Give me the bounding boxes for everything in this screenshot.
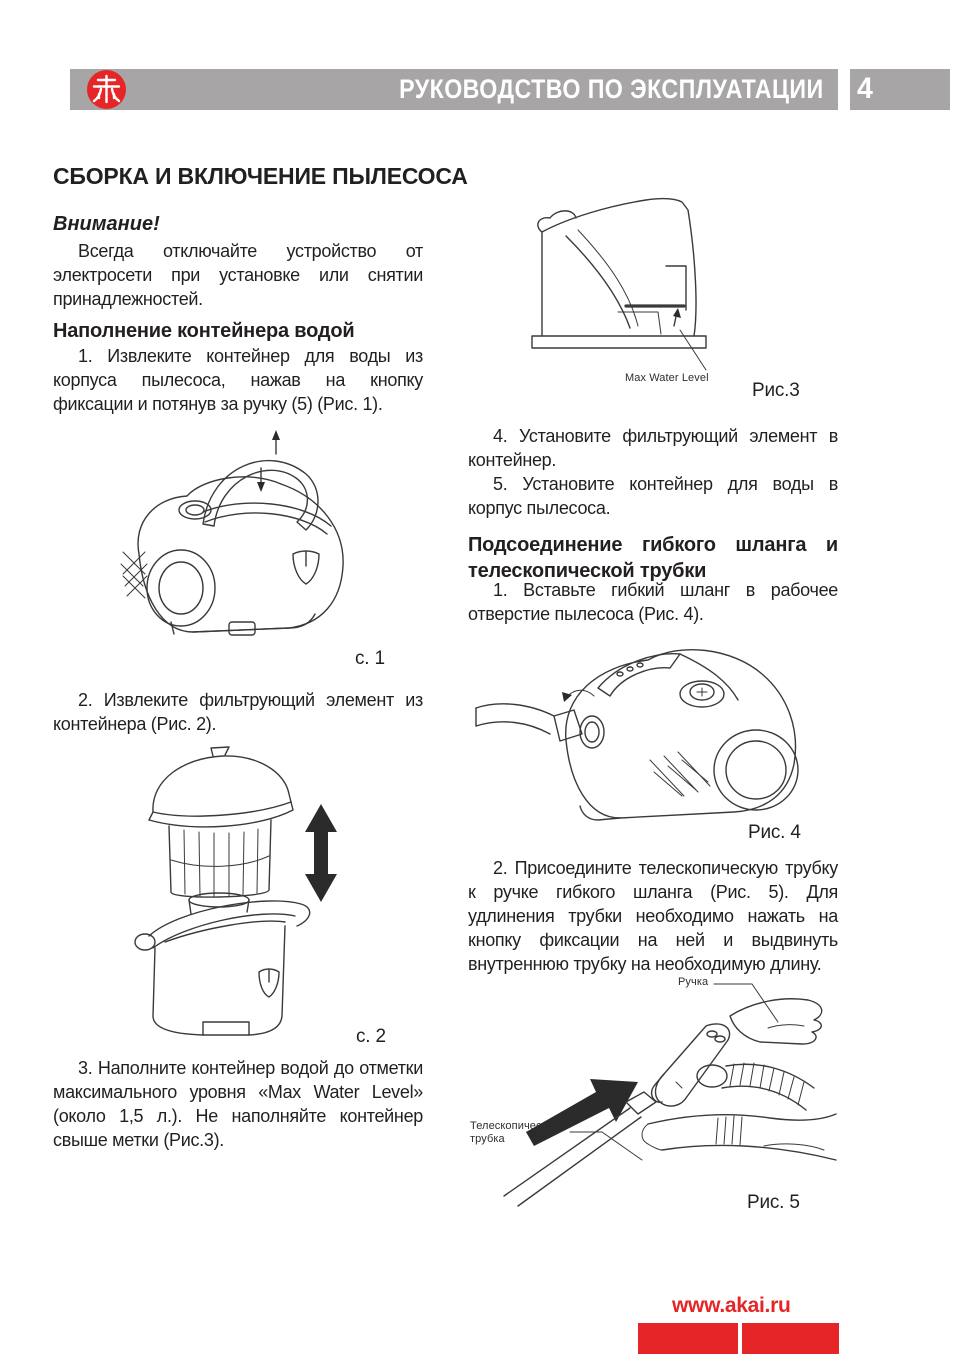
label-leader-line xyxy=(679,329,707,371)
page-number-box: 4 xyxy=(850,69,950,110)
warning-title: Внимание! xyxy=(53,213,160,235)
website-url: www.akai.ru xyxy=(672,1294,791,1317)
hose-step-2: 2. Присоедините телескопическую трубку к… xyxy=(468,858,838,974)
water-container-drawing xyxy=(531,197,707,371)
figure-1-vacuum: с. 1 xyxy=(53,424,423,669)
vacuum-pull-handle-drawing xyxy=(120,430,344,636)
telescopic-tube-label: Телескопическая трубка xyxy=(470,1120,560,1145)
page-title: РУКОВОДСТВО ПО ЭКСПЛУАТАЦИИ xyxy=(399,74,824,104)
figure-4-hose-insert: Рис. 4 xyxy=(468,620,838,848)
step-5: 5. Установите контейнер для воды в корпу… xyxy=(468,474,838,518)
figure-1-caption: с. 1 xyxy=(355,648,385,669)
handle-label: Ручка xyxy=(678,976,709,988)
double-arrow-icon xyxy=(305,804,337,902)
filter-element-drawing xyxy=(134,746,337,1036)
step-4: 4. Установите фильтрующий элемент в конт… xyxy=(468,426,838,470)
page-number: 4 xyxy=(857,72,873,105)
akai-kanji-icon xyxy=(92,74,121,104)
header-bar: РУКОВОДСТВО ПО ЭКСПЛУАТАЦИИ xyxy=(70,69,838,110)
figure-5-caption: Рис. 5 xyxy=(747,1192,800,1213)
telescopic-tube-drawing xyxy=(503,983,837,1207)
tube-leader-line xyxy=(569,1131,643,1161)
section-title: СБОРКА И ВКЛЮЧЕНИЕ ПЫЛЕСОСА xyxy=(53,163,468,189)
footer-red-bar-right xyxy=(742,1323,839,1354)
max-water-level-label: Max Water Level xyxy=(625,372,709,384)
hose-step-1: 1. Вставьте гибкий шланг в рабочее отвер… xyxy=(468,580,838,624)
subsection-title-water: Наполнение контейнера водой xyxy=(53,320,355,342)
direction-arrow-icon xyxy=(526,1079,638,1146)
figure-2-caption: с. 2 xyxy=(356,1026,386,1047)
figure-2-filter: с. 2 xyxy=(53,742,423,1052)
subsection-title-hose: Подсоединение гибкого шланга и телескопи… xyxy=(468,534,838,582)
step-3: 3. Наполните контейнер водой до отметки … xyxy=(53,1058,423,1150)
hose-insert-drawing xyxy=(475,649,799,821)
figure-3-container: Max Water Level Рис.3 xyxy=(468,178,838,410)
step-1: 1. Извлеките контейнер для воды из корпу… xyxy=(53,346,423,414)
handle-leader-line xyxy=(713,983,779,1023)
figure-4-caption: Рис. 4 xyxy=(748,822,801,843)
footer-red-bar-left xyxy=(638,1323,738,1354)
akai-logo xyxy=(87,70,126,109)
warning-text: Всегда отключайте устройство от электрос… xyxy=(53,241,423,309)
step-2: 2. Извлеките фильтрующий элемент из конт… xyxy=(53,690,423,734)
figure-5-telescopic-tube: Ручка Телескопическая трубка Рис. 5 xyxy=(468,970,838,1220)
figure-3-caption: Рис.3 xyxy=(752,380,800,401)
